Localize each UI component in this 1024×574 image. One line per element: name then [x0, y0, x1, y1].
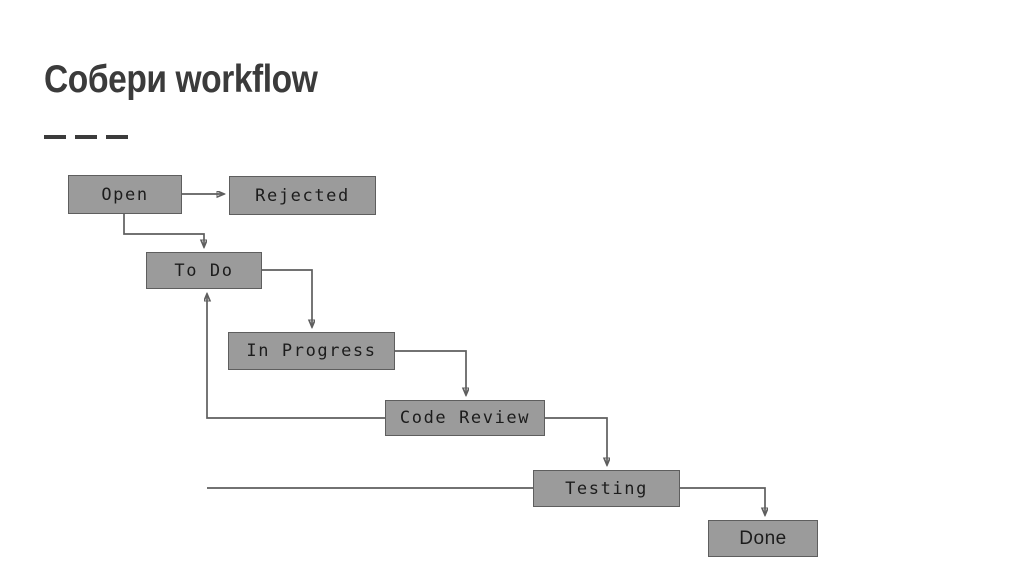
node-label: In Progress: [246, 341, 377, 361]
node-label: Open: [101, 184, 149, 205]
edge-inprogress-to-codereview: [395, 350, 466, 395]
edge-codereview-to-testing: [545, 417, 607, 465]
node-inprogress[interactable]: In Progress: [228, 332, 395, 370]
page-title: Собери workflow: [44, 58, 318, 101]
node-todo[interactable]: To Do: [146, 252, 262, 289]
edge-open-to-todo: [123, 214, 204, 247]
node-label: Code Review: [399, 408, 531, 428]
title-divider: [44, 135, 128, 139]
divider-dash: [106, 135, 128, 139]
node-label: Rejected: [255, 185, 350, 206]
node-open[interactable]: Open: [68, 175, 182, 214]
edge-testing-to-done: [680, 487, 765, 515]
node-rejected[interactable]: Rejected: [229, 176, 376, 215]
edge-todo-to-inprogress: [262, 269, 312, 327]
node-done[interactable]: Done: [708, 520, 818, 557]
node-label: Done: [739, 527, 787, 549]
divider-dash: [44, 135, 66, 139]
node-codereview[interactable]: Code Review: [385, 400, 545, 436]
divider-dash: [75, 135, 97, 139]
node-label: Testing: [565, 478, 648, 499]
node-testing[interactable]: Testing: [533, 470, 680, 507]
node-label: To Do: [174, 260, 234, 281]
